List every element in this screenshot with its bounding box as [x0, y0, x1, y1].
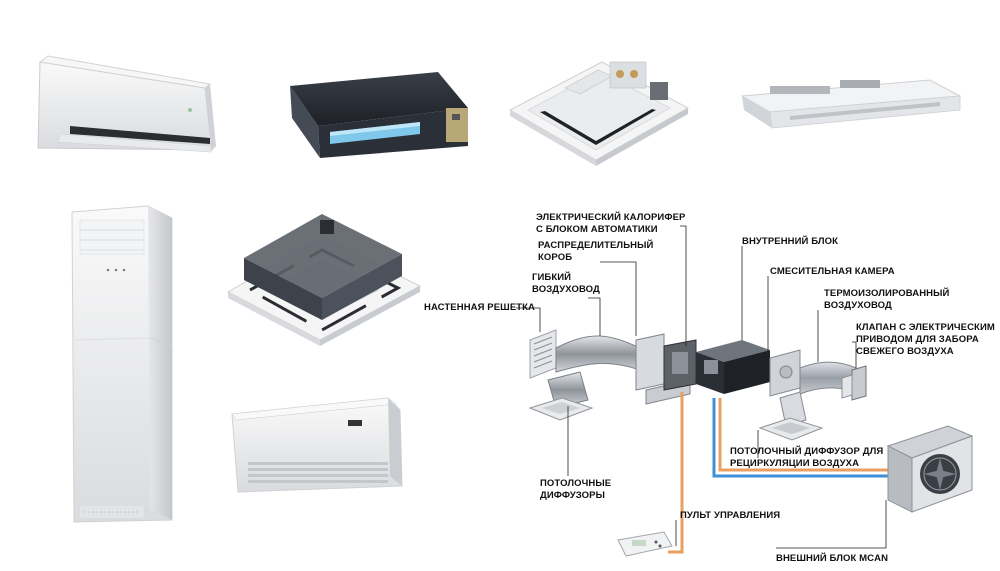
wall-grille-icon — [529, 329, 557, 379]
label-insulated-duct: ТЕРМОИЗОЛИРОВАННЫЙ ВОЗДУХОВОД — [824, 288, 949, 312]
wall-split-unit-icon — [37, 55, 216, 153]
electric-heater-icon — [663, 339, 697, 391]
label-outdoor-unit: ВНЕШНИЙ БЛОК MCAN — [776, 553, 888, 565]
label-diffusers-line1: ПОТОЛОЧНЫЕ — [540, 478, 612, 489]
one-way-cassette-icon — [740, 79, 962, 129]
label-recirc-line1: ПОТОЛОЧНЫЙ ДИФФУЗОР ДЛЯ — [730, 446, 884, 457]
floor-ceiling-unit-icon — [231, 397, 403, 493]
label-valve-line2: ПРИВОДОМ ДЛЯ ЗАБОРА — [856, 334, 979, 345]
cassette-unit-icon — [508, 61, 690, 166]
outdoor-unit-icon — [886, 425, 974, 513]
label-heater-line2: С БЛОКОМ АВТОМАТИКИ — [536, 224, 658, 235]
fresh-air-valve-icon — [841, 365, 867, 401]
label-mixing-chamber: СМЕСИТЕЛЬНАЯ КАМЕРА — [770, 266, 895, 278]
label-flex-line2: ВОЗДУХОВОД — [532, 284, 600, 295]
label-wall-grille-text: НАСТЕННАЯ РЕШЕТКА — [424, 302, 536, 313]
label-ceiling-diffusers: ПОТОЛОЧНЫЕ ДИФФУЗОРЫ — [540, 478, 611, 502]
ducted-unit-icon — [290, 72, 468, 158]
indoor-duct-unit-icon — [696, 340, 770, 394]
recirculation-diffuser-icon — [758, 391, 824, 441]
label-fresh-air-valve: КЛАПАН С ЭЛЕКТРИЧЕСКИМ ПРИВОДОМ ДЛЯ ЗАБО… — [856, 322, 995, 358]
remote-control-icon — [617, 531, 673, 557]
label-insulated-line1: ТЕРМОИЗОЛИРОВАННЫЙ — [824, 288, 950, 299]
label-electric-heater: ЭЛЕКТРИЧЕСКИЙ КАЛОРИФЕР С БЛОКОМ АВТОМАТ… — [536, 212, 685, 236]
label-valve-line1: КЛАПАН С ЭЛЕКТРИЧЕСКИМ — [856, 322, 995, 333]
label-valve-line3: СВЕЖЕГО ВОЗДУХА — [856, 346, 954, 357]
label-indoor-unit: ВНУТРЕННИЙ БЛОК — [742, 236, 838, 248]
label-recirculation-diffuser: ПОТОЛОЧНЫЙ ДИФФУЗОР ДЛЯ РЕЦИРКУЛЯЦИИ ВОЗ… — [730, 446, 883, 470]
label-outdoor-unit-text: ВНЕШНИЙ БЛОК MCAN — [776, 553, 889, 564]
label-insulated-line2: ВОЗДУХОВОД — [824, 300, 892, 311]
floor-standing-unit-icon — [71, 205, 173, 523]
mixing-chamber-icon — [769, 349, 801, 397]
ceiling-cassette-icon — [226, 214, 422, 346]
system-diagram — [516, 225, 974, 557]
label-distribution-box: РАСПРЕДЕЛИТЕЛЬНЫЙ КОРОБ — [538, 240, 653, 264]
label-distribution-line2: КОРОБ — [538, 252, 573, 263]
label-diffusers-line2: ДИФФУЗОРЫ — [540, 490, 605, 501]
label-mixing-chamber-text: СМЕСИТЕЛЬНАЯ КАМЕРА — [770, 266, 895, 277]
ceiling-diffuser-icon — [528, 397, 594, 421]
label-indoor-unit-text: ВНУТРЕННИЙ БЛОК — [742, 236, 839, 247]
label-remote-text: ПУЛЬТ УПРАВЛЕНИЯ — [680, 510, 781, 521]
label-flex-duct: ГИБКИЙ ВОЗДУХОВОД — [532, 272, 600, 296]
label-remote-control: ПУЛЬТ УПРАВЛЕНИЯ — [680, 510, 780, 522]
label-distribution-line1: РАСПРЕДЕЛИТЕЛЬНЫЙ — [538, 240, 654, 251]
label-wall-grille: НАСТЕННАЯ РЕШЕТКА — [424, 302, 535, 314]
label-flex-line1: ГИБКИЙ — [532, 272, 572, 283]
label-heater-line1: ЭЛЕКТРИЧЕСКИЙ КАЛОРИФЕР — [536, 212, 686, 223]
label-recirc-line2: РЕЦИРКУЛЯЦИИ ВОЗДУХА — [730, 458, 860, 469]
